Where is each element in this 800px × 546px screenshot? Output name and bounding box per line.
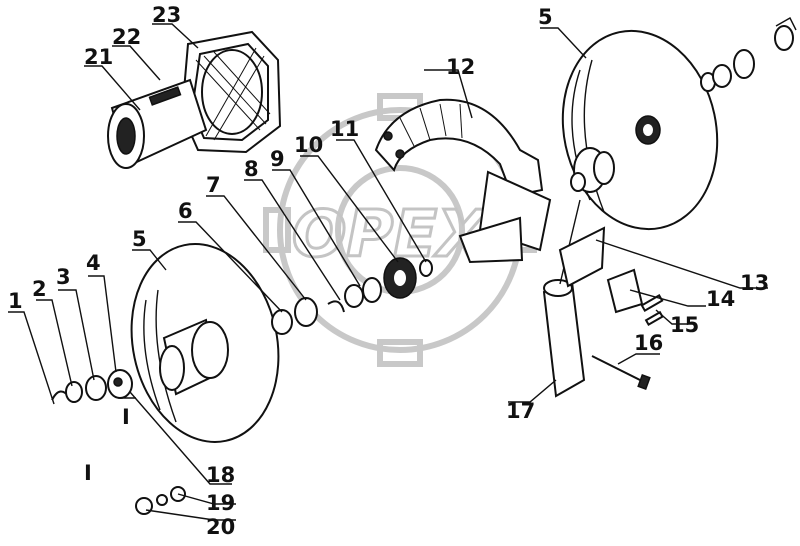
label-19: 19 [206,491,235,515]
label-13: 13 [740,271,769,295]
label-9: 9 [270,147,285,171]
disc-right [561,29,719,231]
label-1: 1 [8,289,23,313]
watermark-text: OPEX [292,198,489,272]
label-detail-I-ref: I [122,405,130,429]
label-8: 8 [244,157,259,181]
gear-hub [570,147,615,193]
label-5-left: 5 [132,227,147,251]
label-4: 4 [86,251,101,275]
label-10: 10 [294,133,323,157]
detail-washers [135,486,186,515]
label-21: 21 [84,45,113,69]
label-23: 23 [152,3,181,27]
label-6: 6 [178,199,193,223]
part-labels: 1 2 3 4 5 5 6 7 8 9 10 11 12 13 14 15 16… [8,3,769,539]
plates-and-pins [558,226,664,390]
label-20: 20 [206,515,235,539]
label-3: 3 [56,265,71,289]
right-washers [700,17,797,92]
label-12: 12 [446,55,475,79]
label-detail-I: I [84,461,92,485]
label-17: 17 [506,399,535,423]
tube [542,199,586,398]
watermark: OPEX [263,93,537,367]
label-16: 16 [634,331,663,355]
left-small-parts [51,369,133,403]
bearing-stack [271,257,433,335]
label-7: 7 [206,173,221,197]
hub-housing [107,30,282,169]
disc-left [130,243,280,443]
label-18: 18 [206,463,235,487]
leader-lines [8,23,768,521]
label-2: 2 [32,277,47,301]
label-5-right: 5 [538,5,553,29]
label-11: 11 [330,117,359,141]
label-14: 14 [706,287,735,311]
label-22: 22 [112,25,141,49]
label-15: 15 [670,313,699,337]
arm-frame [374,98,552,264]
